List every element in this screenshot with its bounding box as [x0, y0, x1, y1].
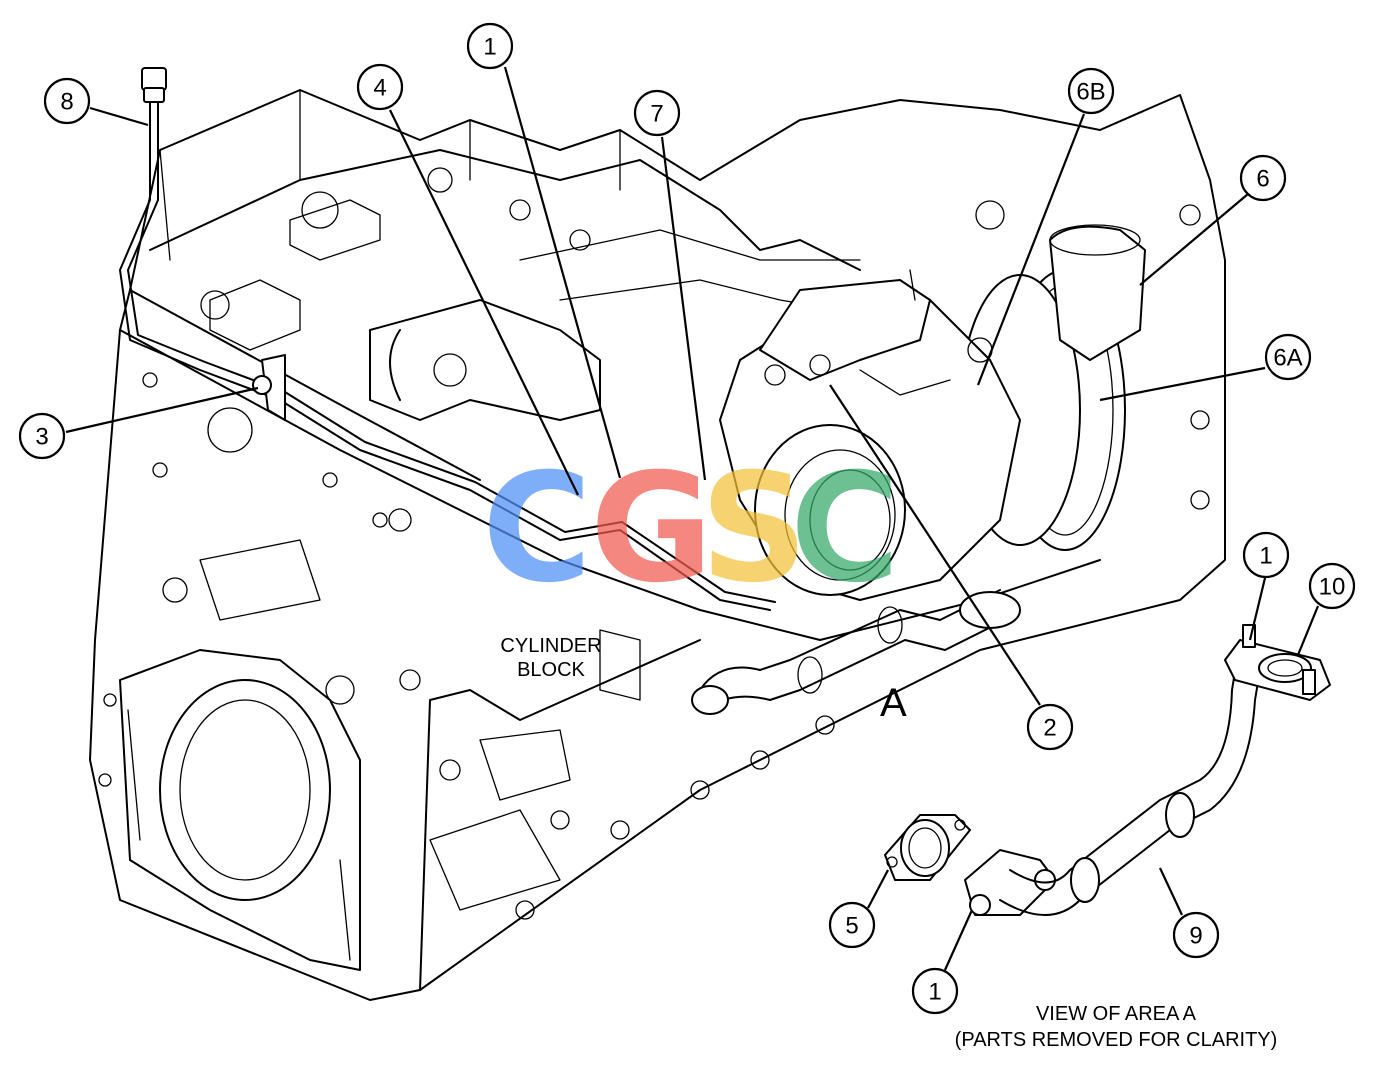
- callout-3: 3: [18, 412, 66, 460]
- callout-6-label: 6: [1256, 166, 1269, 193]
- callout-6: 6: [1239, 154, 1287, 202]
- watermark-logo: C G S C: [482, 442, 900, 616]
- callout-8-label: 8: [60, 89, 73, 116]
- watermark-letter-c2: C: [790, 442, 900, 616]
- callout-6b-label: 6B: [1076, 79, 1105, 106]
- leader-lines: [65, 66, 1320, 971]
- oil-drain-line-drawing: [691, 589, 1021, 715]
- area-a-detail-drawing: [884, 624, 1331, 916]
- callout-1-bottom: 1: [911, 967, 959, 1015]
- callout-2-label: 2: [1043, 715, 1056, 742]
- oil-supply-line-drawing: [119, 67, 776, 611]
- callout-4: 4: [356, 63, 404, 111]
- callout-1-top: 1: [466, 22, 514, 70]
- callout-9-label: 9: [1189, 923, 1202, 950]
- callout-6a-label: 6A: [1273, 345, 1302, 372]
- cylinder-block-label-line1: CYLINDER: [500, 635, 601, 657]
- area-a-marker: A: [880, 681, 907, 725]
- callout-10-label: 10: [1319, 574, 1346, 601]
- callout-9: 9: [1172, 911, 1220, 959]
- watermark-letter-s: S: [700, 442, 808, 616]
- callout-6b: 6B: [1067, 67, 1115, 115]
- view-caption-line1: VIEW OF AREA A: [1036, 1003, 1197, 1025]
- callout-7: 7: [633, 89, 681, 137]
- view-caption-line2: (PARTS REMOVED FOR CLARITY): [955, 1029, 1278, 1051]
- callout-1-top-label: 1: [483, 34, 496, 61]
- callout-5-label: 5: [845, 913, 858, 940]
- callout-2: 2: [1026, 703, 1074, 751]
- callout-10: 10: [1308, 562, 1356, 610]
- cylinder-block-label-line2: BLOCK: [517, 659, 585, 681]
- callout-1-right-label: 1: [1259, 543, 1272, 570]
- callout-1-bottom-label: 1: [928, 979, 941, 1006]
- callout-6a: 6A: [1264, 333, 1312, 381]
- watermark-letter-g: G: [590, 442, 713, 616]
- callout-4-label: 4: [373, 75, 386, 102]
- callout-7-label: 7: [650, 101, 663, 128]
- callout-8: 8: [43, 77, 91, 125]
- callout-3-label: 3: [35, 424, 48, 451]
- callout-1-right: 1: [1242, 531, 1290, 579]
- callout-5: 5: [828, 901, 876, 949]
- watermark-letter-c1: C: [482, 442, 592, 616]
